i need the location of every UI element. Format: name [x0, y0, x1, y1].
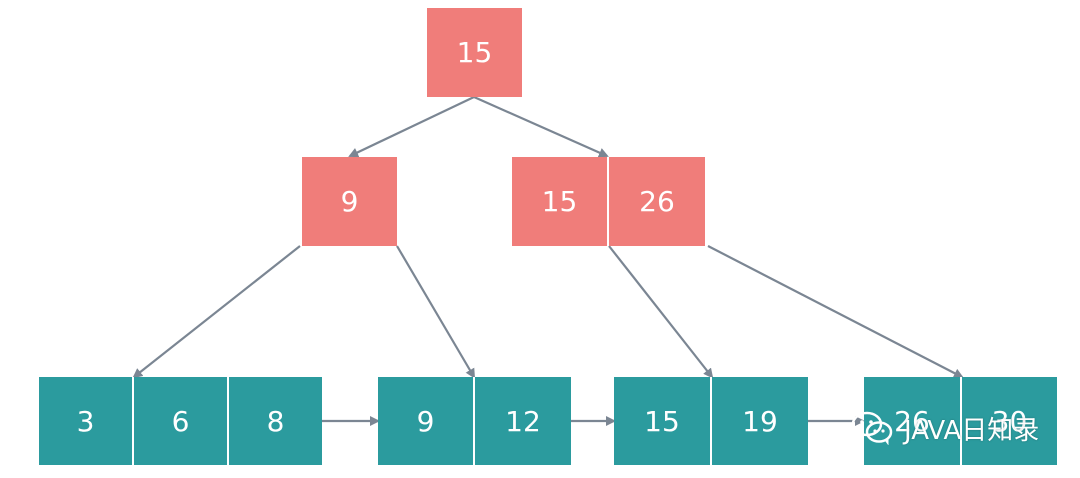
leaf-key: 30	[962, 377, 1057, 465]
leaf-key: 26	[864, 377, 962, 465]
edge-left-to-leaf2	[396, 245, 476, 379]
leaf-key: 15	[614, 377, 712, 465]
edge-left-to-leaf1	[132, 245, 301, 379]
leaf-key: 9	[378, 377, 475, 465]
leaf-key: 6	[134, 377, 229, 465]
internal-right-key: 26	[609, 157, 705, 246]
internal-right-key: 15	[512, 157, 609, 246]
edge-root-to-left	[348, 96, 475, 158]
edge-root-to-right	[473, 95, 609, 158]
edge-right-to-leaf3	[608, 245, 714, 379]
edge-right-to-leaf4	[707, 245, 964, 378]
root-key: 15	[427, 8, 522, 97]
internal-left-key: 9	[302, 157, 397, 246]
leaf-key: 3	[39, 377, 134, 465]
leaf-key: 12	[475, 377, 571, 465]
leaf-key: 8	[229, 377, 322, 465]
leaf-key: 19	[712, 377, 808, 465]
